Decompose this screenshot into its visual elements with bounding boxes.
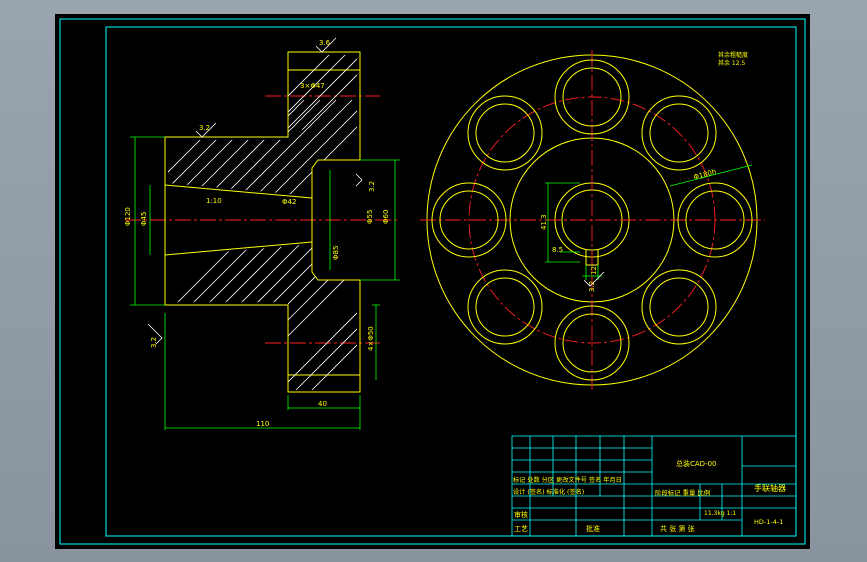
bolt-hole-4 <box>641 269 717 345</box>
dim-taper-dia: Φ45 <box>140 212 148 226</box>
end-view-dimensions <box>545 164 753 280</box>
section-dimension-text: 3.6 3×Φ47 3.2 1:10 Φ42 Φ120 Φ45 3.2 Φ55 … <box>124 39 390 428</box>
dim-d2: Φ60 <box>382 210 390 224</box>
dim-body-dia: Φ85 <box>332 246 340 260</box>
bolt-hole-1 <box>554 59 630 135</box>
dim-outer-dia: Φ120 <box>124 207 132 226</box>
dim-rough-top: 3.6 <box>319 39 331 47</box>
bolt-hole-7 <box>431 182 507 258</box>
stage-header: 阶段标记 重量 比例 <box>655 488 710 497</box>
dim-total-length: 110 <box>256 420 269 428</box>
title-block-text: 总装CAD-00 标记 处数 分区 更改文件号 签名 年月日 设计 (签名) 标… <box>513 459 786 533</box>
role-row-3: 工艺 <box>514 525 528 533</box>
part-number: HD-1-4-1 <box>754 518 783 526</box>
dim-hole-bottom: 4×Φ50 <box>367 326 375 351</box>
bolt-hole-5 <box>554 305 630 381</box>
part-name: 手联轴器 <box>754 483 786 493</box>
dim-taper-ratio: 1:10 <box>206 197 222 205</box>
drawing-code: 总装CAD-00 <box>676 459 717 468</box>
section-dimensions <box>130 136 400 430</box>
sheet-count: 共 张 第 张 <box>660 524 695 533</box>
sheet-background <box>55 14 810 549</box>
weight-scale: 11.3kg 1:1 <box>704 510 736 517</box>
dim-rough-groove: 3.2 <box>368 181 376 192</box>
dim-key-width: 12 <box>590 266 598 275</box>
dim-rough-left: 3.2 <box>199 124 210 132</box>
keyway <box>585 250 599 266</box>
dim-bore-label: Φ42 <box>282 198 296 206</box>
role-row-1: 设计 (签名) 标准化 (签名) <box>513 488 584 496</box>
end-view-roughness <box>583 271 605 287</box>
sheet-outer-frame <box>59 18 806 545</box>
dim-d1: Φ55 <box>366 210 374 224</box>
hub-outline <box>164 51 361 393</box>
bolt-hole-2 <box>641 95 717 171</box>
end-view <box>420 50 765 390</box>
bolt-hole-8 <box>467 95 543 171</box>
bolt-holes <box>431 59 753 381</box>
revision-header: 标记 处数 分区 更改文件号 签名 年月日 <box>513 476 622 484</box>
title-block-frame <box>511 435 797 537</box>
dim-rough-key: 3.2 <box>588 281 596 292</box>
surface-note: 其余粗糙度其余 12.5 <box>718 51 748 67</box>
bolt-hole-3 <box>677 182 753 258</box>
section-roughness-symbols <box>147 37 363 345</box>
section-view <box>125 51 400 393</box>
approve-label: 批准 <box>586 524 600 533</box>
sheet-inner-frame <box>105 26 797 537</box>
role-row-2: 审核 <box>514 510 528 519</box>
dim-keyway: 8.5 <box>552 246 563 254</box>
bolt-hole-6 <box>467 269 543 345</box>
dim-rough-bottom: 3.2 <box>150 337 158 348</box>
dim-flange-width: 40 <box>318 400 327 408</box>
dim-hole-top: 3×Φ47 <box>300 82 325 90</box>
dim-key: 41.3 <box>540 214 548 230</box>
